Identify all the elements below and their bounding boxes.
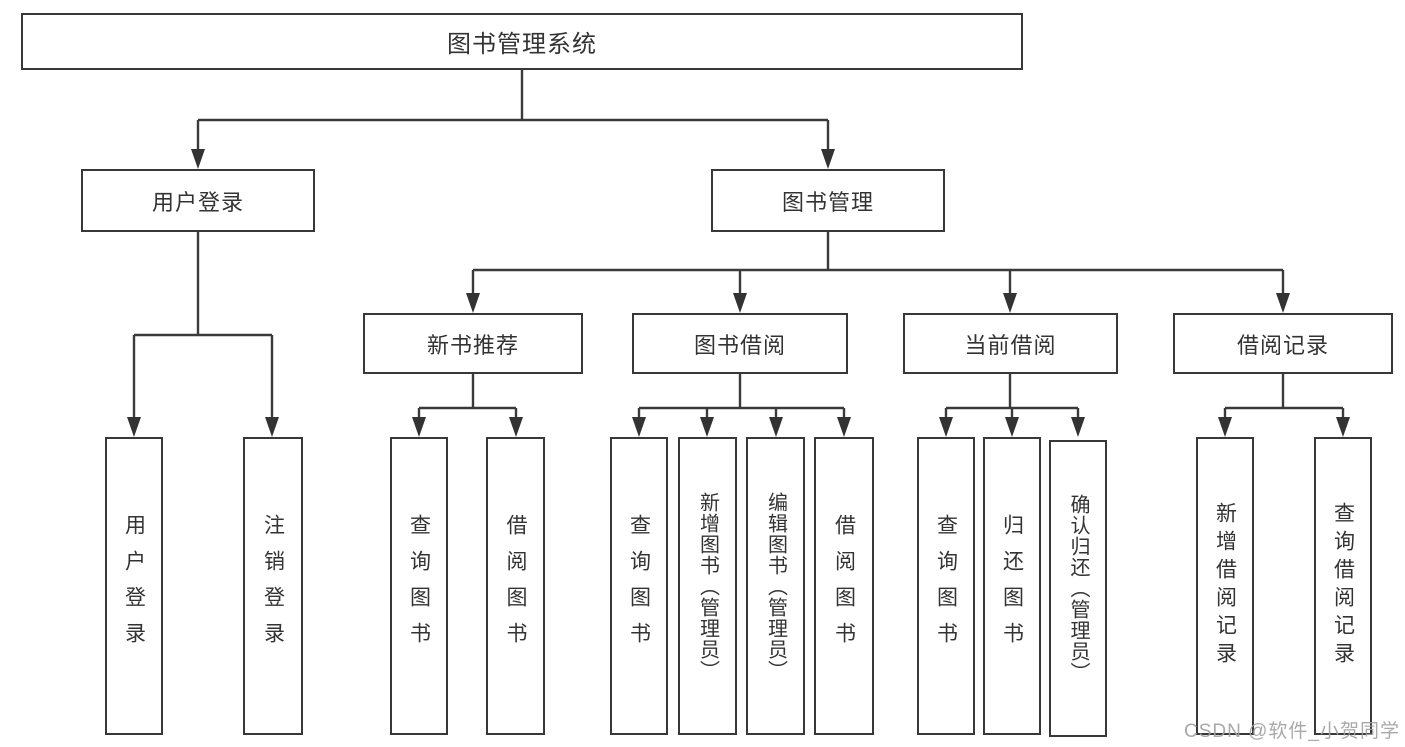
node-book-management: 图书管理 [711, 169, 945, 232]
node-new-book-recommend: 新书推荐 [363, 313, 583, 374]
leaf-query-books-current: 查询图书 [917, 437, 975, 735]
leaf-borrow-books-borrowing: 借阅图书 [814, 437, 874, 735]
node-current-borrowing: 当前借阅 [903, 313, 1118, 374]
leaf-return-book: 归还图书 [983, 437, 1041, 735]
node-root: 图书管理系统 [21, 13, 1023, 70]
leaf-query-books-borrowing: 查询图书 [610, 437, 668, 735]
node-book-borrowing: 图书借阅 [632, 313, 848, 374]
leaf-borrow-books-recommend: 借阅图书 [486, 437, 545, 735]
leaf-add-book-admin: 新增图书（管理员） [678, 437, 737, 735]
leaf-confirm-return-admin: 确认归还（管理员） [1049, 440, 1107, 737]
csdn-watermark: CSDN @软件_小贺同学 [1184, 721, 1400, 742]
leaf-query-borrow-record: 查询借阅记录 [1314, 437, 1372, 735]
node-borrowing-records: 借阅记录 [1173, 313, 1393, 374]
leaf-edit-book-admin: 编辑图书（管理员） [746, 437, 805, 735]
leaf-logout: 注销登录 [243, 437, 303, 735]
node-user-login: 用户登录 [81, 169, 315, 232]
leaf-user-login: 用户登录 [105, 437, 163, 735]
leaf-add-borrow-record: 新增借阅记录 [1196, 437, 1254, 735]
leaf-query-books-recommend: 查询图书 [390, 437, 448, 735]
